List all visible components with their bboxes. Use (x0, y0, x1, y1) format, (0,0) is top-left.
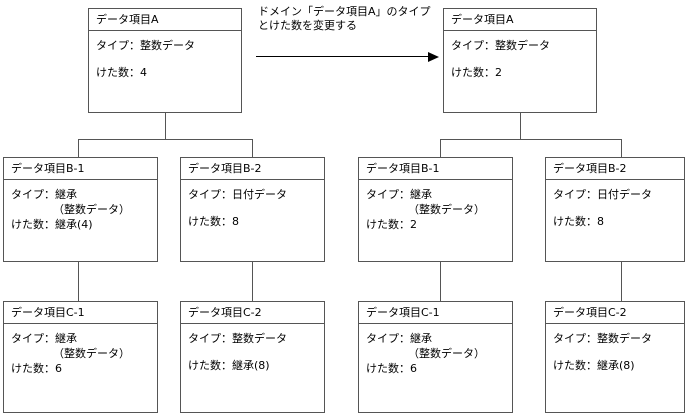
node-before-child-1: データ項目B-1 タイプ：継承 （整数データ） けた数：継承(4) (3, 157, 158, 262)
node-title: データ項目C-1 (4, 302, 157, 324)
node-title: データ項目B-1 (4, 158, 157, 180)
node-before-grandchild-1: データ項目C-1 タイプ：継承 （整数データ） けた数：6 (3, 301, 158, 413)
right-arrow-head-icon (428, 52, 439, 62)
node-body: タイプ：整数データ けた数：4 (89, 31, 241, 86)
node-title: データ項目B-2 (546, 158, 684, 180)
node-attr-digits: けた数：継承(8) (553, 359, 635, 372)
node-body: タイプ：日付データ けた数：8 (546, 180, 684, 235)
connector-before-c1-stem (78, 262, 79, 301)
node-attr-type: タイプ：整数データ (96, 39, 195, 52)
node-attr-digits: けた数：6 (11, 362, 62, 375)
node-body: タイプ：整数データ けた数：2 (444, 31, 596, 86)
node-attr-type: タイプ：日付データ (553, 188, 652, 201)
node-body: タイプ：継承 （整数データ） けた数：6 (4, 324, 157, 382)
node-after-grandchild-1: データ項目C-1 タイプ：継承 （整数データ） けた数：6 (358, 301, 513, 413)
connector-after-c1-stem (440, 262, 441, 301)
node-after-child-2: データ項目B-2 タイプ：日付データ けた数：8 (545, 157, 685, 262)
node-attr-type-continued: （整数データ） (408, 203, 485, 216)
node-attr-digits: けた数：8 (188, 215, 239, 228)
connector-after-b1-drop (440, 139, 441, 157)
node-attr-type: タイプ：整数データ (451, 39, 550, 52)
node-attr-type: タイプ：継承 (11, 188, 77, 201)
node-after-grandchild-2: データ項目C-2 タイプ：整数データ けた数：継承(8) (545, 301, 685, 413)
node-attr-digits: けた数：継承(4) (11, 218, 93, 231)
node-attr-type-continued: （整数データ） (408, 347, 485, 360)
node-body: タイプ：整数データ けた数：継承(8) (181, 324, 324, 379)
node-attr-type: タイプ：継承 (366, 188, 432, 201)
node-attr-type-continued: （整数データ） (53, 203, 130, 216)
node-body: タイプ：整数データ けた数：継承(8) (546, 324, 684, 379)
node-attr-digits: けた数：継承(8) (188, 359, 270, 372)
node-title: データ項目A (89, 9, 241, 31)
connector-before-b2-drop (252, 139, 253, 157)
node-before-root: データ項目A タイプ：整数データ けた数：4 (88, 8, 242, 113)
node-after-root: データ項目A タイプ：整数データ けた数：2 (443, 8, 597, 113)
node-after-child-1: データ項目B-1 タイプ：継承 （整数データ） けた数：2 (358, 157, 513, 262)
node-title: データ項目B-1 (359, 158, 512, 180)
node-attr-type: タイプ：整数データ (553, 332, 652, 345)
connector-before-root-stem (165, 113, 166, 139)
transform-caption: ドメイン「データ項目A」のタイプとけた数を変更する (258, 5, 431, 32)
node-attr-digits: けた数：2 (451, 66, 502, 79)
node-before-child-2: データ項目B-2 タイプ：日付データ けた数：8 (180, 157, 325, 262)
node-body: タイプ：継承 （整数データ） けた数：継承(4) (4, 180, 157, 238)
node-attr-type-continued: （整数データ） (53, 347, 130, 360)
node-attr-digits: けた数：4 (96, 66, 147, 79)
node-title: データ項目C-2 (546, 302, 684, 324)
node-body: タイプ：日付データ けた数：8 (181, 180, 324, 235)
node-attr-digits: けた数：8 (553, 215, 604, 228)
connector-after-b2-drop (621, 139, 622, 157)
node-attr-type: タイプ：継承 (366, 332, 432, 345)
connector-after-c2-stem (621, 262, 622, 301)
node-attr-digits: けた数：2 (366, 218, 417, 231)
node-body: タイプ：継承 （整数データ） けた数：6 (359, 324, 512, 382)
connector-before-c2-stem (252, 262, 253, 301)
node-attr-type: タイプ：日付データ (188, 188, 287, 201)
node-title: データ項目C-2 (181, 302, 324, 324)
node-body: タイプ：継承 （整数データ） けた数：2 (359, 180, 512, 238)
node-attr-type: タイプ：整数データ (188, 332, 287, 345)
connector-after-root-bus (440, 139, 622, 140)
node-before-grandchild-2: データ項目C-2 タイプ：整数データ けた数：継承(8) (180, 301, 325, 413)
node-title: データ項目A (444, 9, 596, 31)
node-title: データ項目C-1 (359, 302, 512, 324)
node-attr-digits: けた数：6 (366, 362, 417, 375)
connector-before-b1-drop (78, 139, 79, 157)
connector-after-root-stem (520, 113, 521, 139)
right-arrow-icon (256, 56, 428, 57)
node-attr-type: タイプ：継承 (11, 332, 77, 345)
node-title: データ項目B-2 (181, 158, 324, 180)
connector-before-root-bus (78, 139, 253, 140)
